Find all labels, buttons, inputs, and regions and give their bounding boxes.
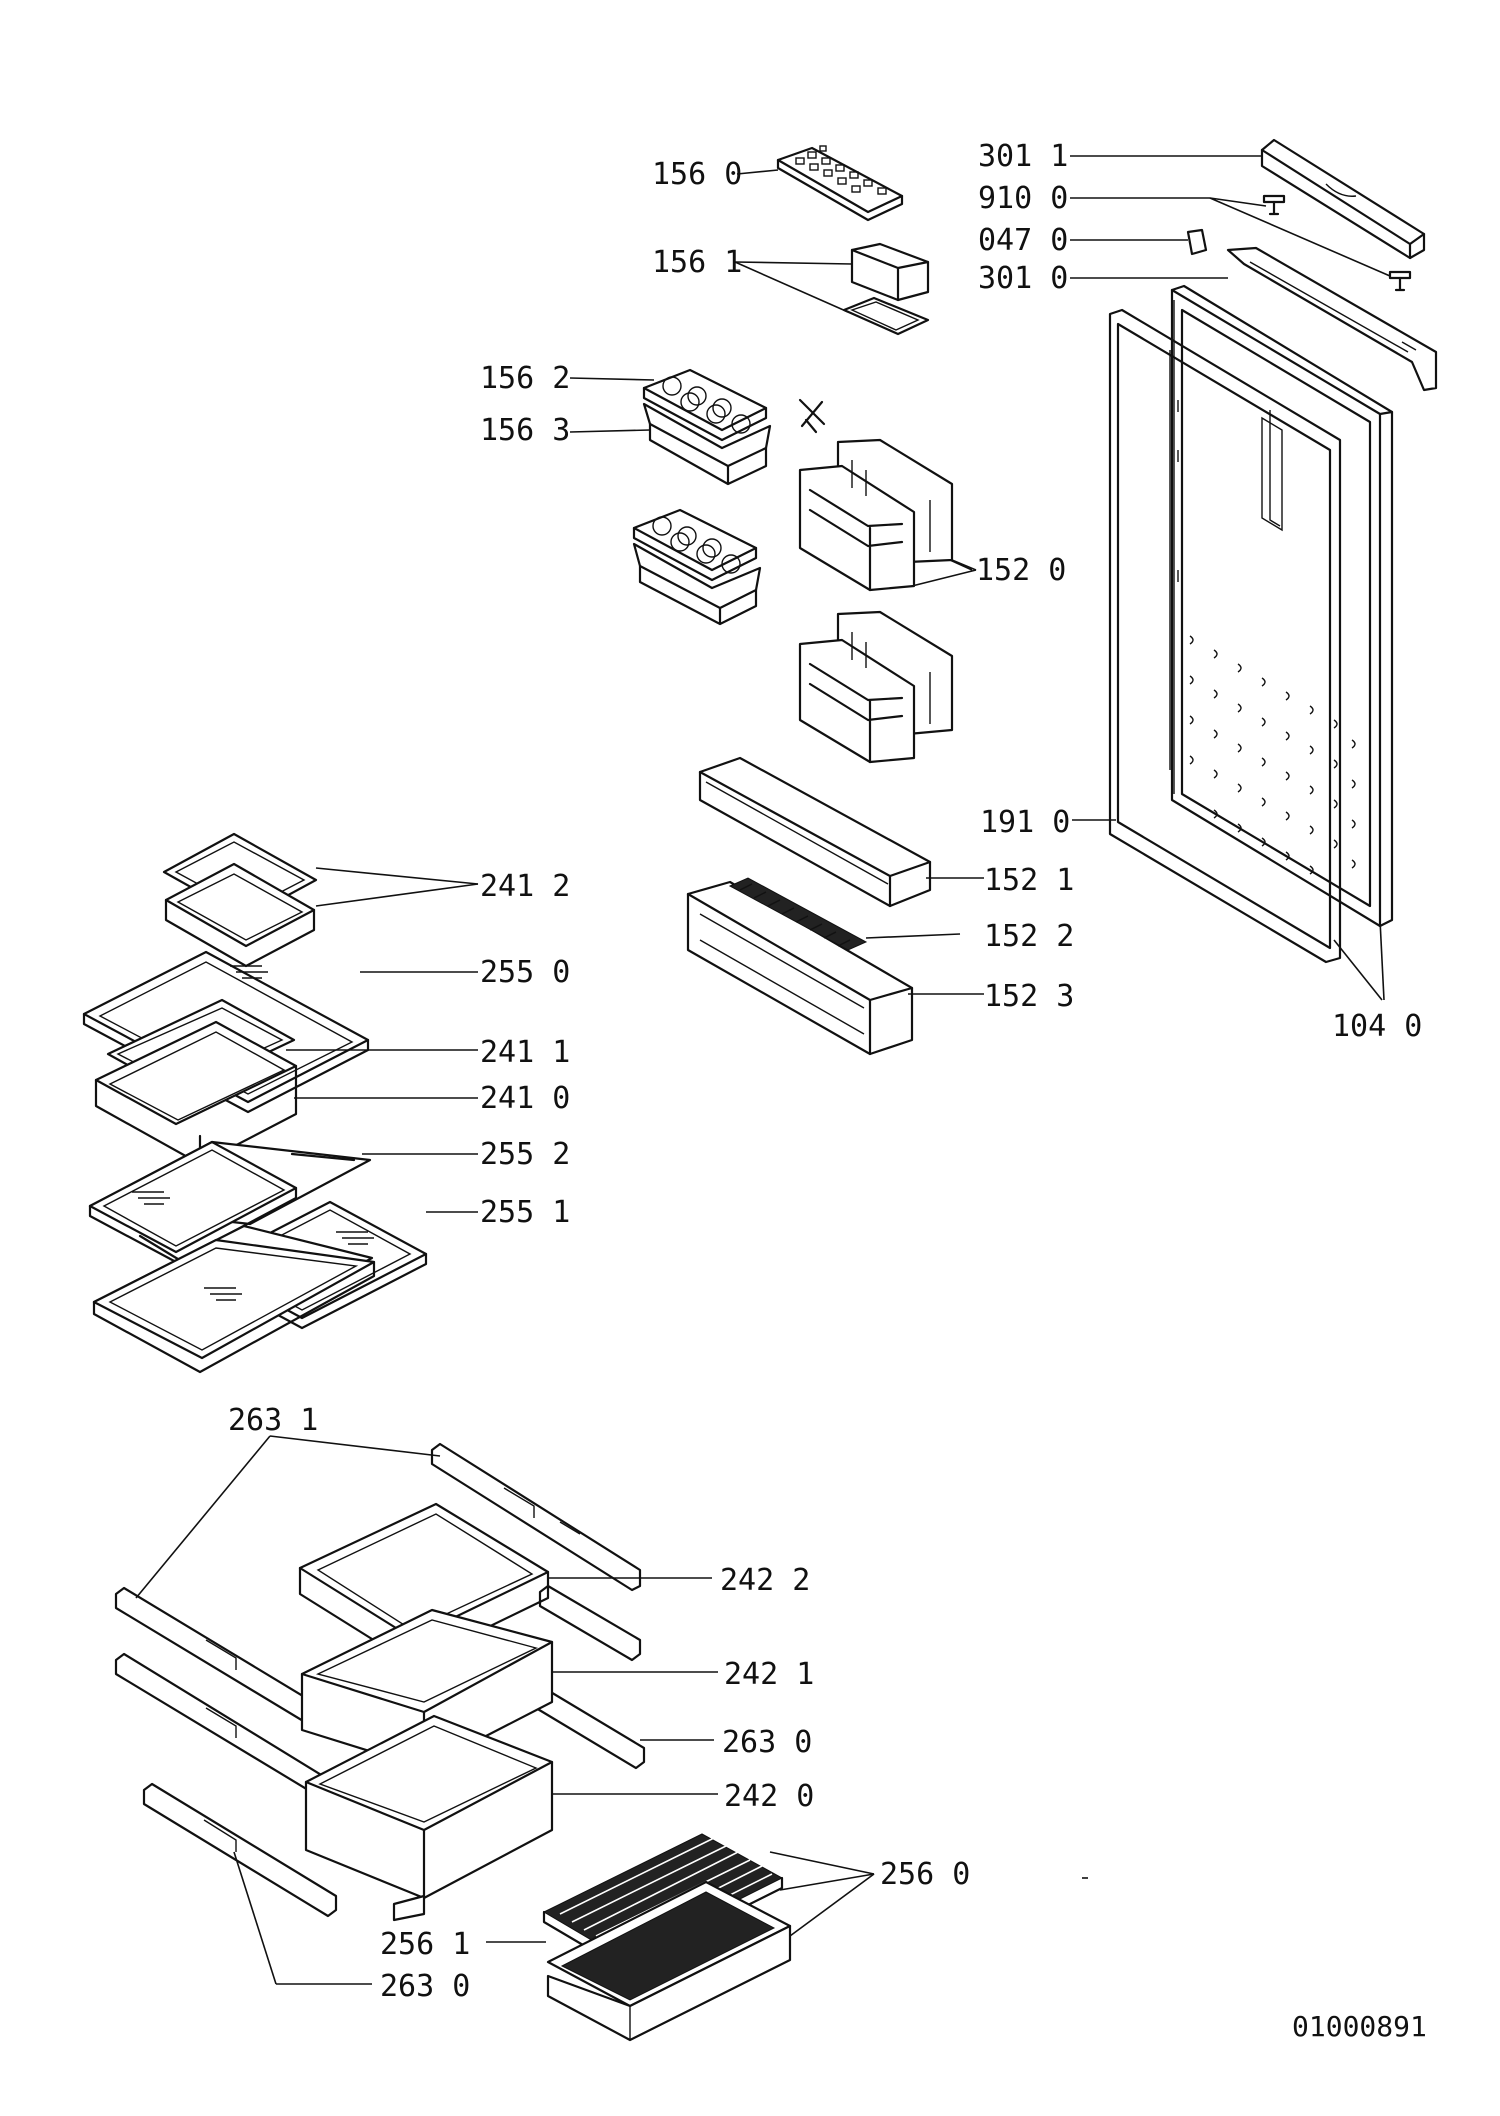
label-241-0: 241 0	[480, 1081, 570, 1116]
ice-cube-tray-part	[776, 145, 904, 222]
door-liner-dimple-pattern	[1189, 635, 1356, 875]
label-256-1: 256 1	[380, 1927, 470, 1962]
label-156-0: 156 0	[652, 157, 742, 192]
label-263-1: 263 1	[228, 1403, 318, 1438]
door-bin-upper-part	[798, 438, 954, 592]
label-152-1: 152 1	[984, 863, 1074, 898]
hinge-bracket-part	[1226, 246, 1438, 392]
label-301-1: 301 1	[978, 139, 1068, 174]
grill-base-part	[546, 1880, 792, 2042]
drawer-bottom-part	[304, 1714, 554, 1922]
top-cover-part	[1260, 138, 1426, 260]
label-910-0: 910 0	[978, 181, 1068, 216]
ice-tray-box-part	[842, 242, 930, 336]
label-152-2: 152 2	[984, 919, 1074, 954]
hinge-cap-part	[1186, 228, 1208, 256]
label-156-1: 156 1	[652, 245, 742, 280]
drawing-number: 01000891	[1292, 2010, 1427, 2043]
large-door-bin-part	[686, 877, 914, 1056]
clip-icon	[798, 398, 826, 434]
label-191-0: 191 0	[980, 805, 1070, 840]
label-242-1: 242 1	[724, 1657, 814, 1692]
rail-mid-right-part	[538, 1584, 642, 1662]
door-inner-liner-part	[1169, 350, 1356, 875]
label-255-0: 255 0	[480, 955, 570, 990]
label-241-2: 241 2	[480, 869, 570, 904]
label-156-2: 156 2	[480, 361, 570, 396]
screw-lower-part	[1388, 270, 1412, 292]
label-255-1: 255 1	[480, 1195, 570, 1230]
label-156-3: 156 3	[480, 413, 570, 448]
glass-shelf-bottom-part	[92, 1224, 376, 1374]
door-gasket-part	[1108, 308, 1342, 964]
label-256-0: 256 0	[880, 1857, 970, 1892]
leader-lines	[135, 155, 1391, 1985]
label-263-0-bottom: 263 0	[380, 1969, 470, 2004]
label-241-1: 241 1	[480, 1035, 570, 1070]
screw-upper-part	[1262, 194, 1286, 216]
door-bin-lower-part	[798, 610, 954, 764]
rail-upper-right-part	[430, 1442, 642, 1592]
egg-tray-upper-part	[642, 368, 772, 486]
label-263-0-right: 263 0	[722, 1725, 812, 1760]
rail-lower-left-part	[142, 1782, 338, 1918]
label-047-0: 047 0	[978, 223, 1068, 258]
label-242-2: 242 2	[720, 1563, 810, 1598]
label-152-0: 152 0	[976, 553, 1066, 588]
door-panel-part	[1170, 284, 1394, 928]
label-104-0: 104 0	[1332, 1009, 1422, 1044]
bottle-shelf-part	[698, 756, 932, 908]
egg-tray-lower-part	[632, 508, 762, 626]
label-301-0: 301 0	[978, 261, 1068, 296]
label-255-2: 255 2	[480, 1137, 570, 1172]
label-152-3: 152 3	[984, 979, 1074, 1014]
label-242-0: 242 0	[724, 1779, 814, 1814]
chiller-drawer-part	[94, 998, 298, 1166]
